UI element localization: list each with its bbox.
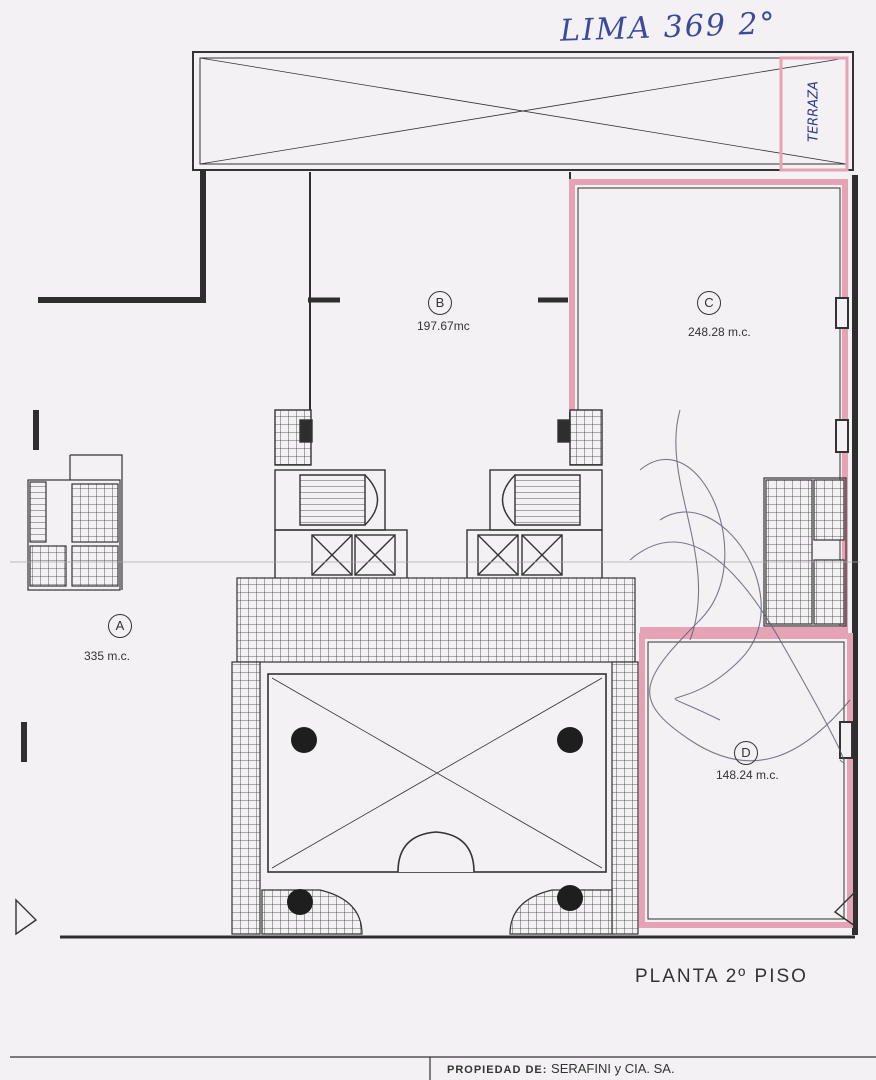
terrace-label: TERRAZA	[806, 81, 822, 142]
footer-rules	[10, 1056, 876, 1080]
building-core	[274, 409, 603, 581]
unit-a-area: 335 m.c.	[84, 649, 131, 663]
unit-b-letter: B	[428, 291, 452, 315]
footer-owner: PROPIEDAD DE: SERAFINI y CIA. SA.	[447, 1061, 675, 1076]
section-markers	[15, 890, 856, 936]
atrium-void	[267, 673, 607, 873]
left-toilets	[27, 454, 123, 591]
footer-owner-name: SERAFINI y CIA. SA.	[551, 1061, 675, 1076]
unit-c-inner-line	[577, 187, 841, 626]
right-wall-ticks	[835, 297, 853, 759]
unit-a-letter: A	[108, 614, 132, 638]
outer-walls	[21, 170, 858, 939]
top-roof-strip	[192, 51, 854, 171]
unit-b-area: 197.67mc	[417, 319, 470, 333]
signature-scribble	[629, 409, 851, 763]
right-toilets	[763, 477, 847, 627]
unit-c-area: 248.28 m.c.	[688, 325, 751, 339]
unit-c-letter: C	[697, 291, 721, 315]
plan-title: PLANTA 2º PISO	[635, 966, 808, 987]
unit-d-pink-outline	[639, 633, 853, 928]
unit-d-letter: D	[734, 741, 758, 765]
unit-c-pink-outline	[569, 179, 848, 633]
unit-d-area: 148.24 m.c.	[716, 768, 779, 782]
footer-label: PROPIEDAD DE:	[447, 1064, 548, 1076]
columns	[287, 727, 583, 915]
tiled-lobby	[231, 577, 639, 935]
terrace-box	[779, 56, 849, 172]
